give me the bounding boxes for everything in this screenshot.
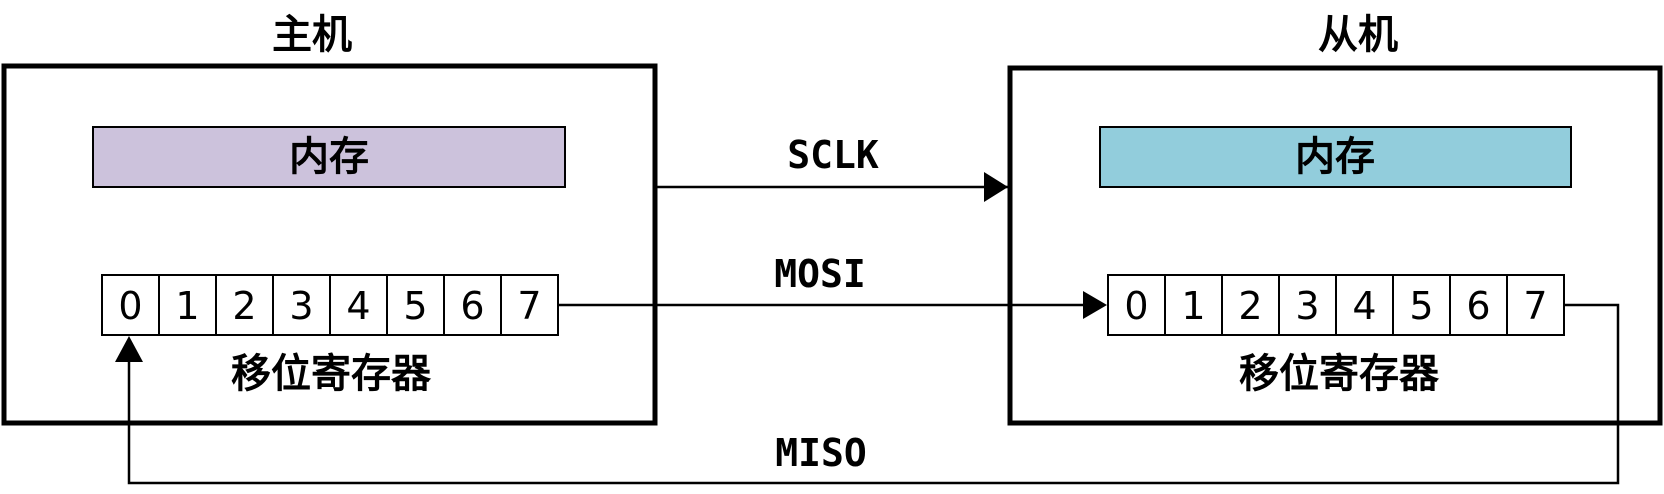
master-bit-label-5: 5 [403, 284, 427, 328]
mosi-arrowhead [1083, 291, 1107, 319]
master-register-label: 移位寄存器 [231, 351, 432, 397]
master-bit-label-6: 6 [460, 284, 484, 328]
master-bit-cell-7 [500, 274, 559, 336]
slave-register-label: 移位寄存器 [1239, 351, 1440, 397]
miso-line [127, 303, 1620, 485]
slave-bit-cell-6 [1449, 274, 1508, 336]
master-bit-cell-4 [329, 274, 388, 336]
miso-arrowhead [115, 336, 143, 362]
master-bit-label-1: 1 [175, 284, 199, 328]
master-title: 主机 [272, 12, 352, 58]
master-bit-cell-6 [443, 274, 502, 336]
master-bit-label-3: 3 [289, 284, 313, 328]
slave-bit-cell-4 [1335, 274, 1394, 336]
master-memory-label: 内存 [289, 134, 369, 180]
slave-bit-label-2: 2 [1238, 284, 1262, 328]
master-memory-block [92, 126, 566, 188]
slave-bit-label-3: 3 [1295, 284, 1319, 328]
slave-bit-label-4: 4 [1352, 284, 1376, 328]
slave-bit-label-0: 0 [1124, 284, 1148, 328]
master-bit-cell-5 [386, 274, 445, 336]
slave-bit-cell-1 [1164, 274, 1223, 336]
master-bit-cell-2 [215, 274, 274, 336]
slave-bit-label-1: 1 [1181, 284, 1205, 328]
slave-title: 从机 [1318, 12, 1398, 58]
miso-label: MISO [775, 431, 867, 475]
slave-bit-label-6: 6 [1466, 284, 1490, 328]
sclk-arrowhead [984, 172, 1008, 202]
slave-bit-label-5: 5 [1409, 284, 1433, 328]
master-bit-label-0: 0 [118, 284, 142, 328]
slave-memory-block [1099, 126, 1572, 188]
slave-bit-cell-3 [1278, 274, 1337, 336]
master-bit-label-4: 4 [346, 284, 370, 328]
slave-bit-label-7: 7 [1523, 284, 1547, 328]
slave-bit-cell-7 [1506, 274, 1565, 336]
master-bit-cell-0 [101, 274, 160, 336]
master-bit-cell-3 [272, 274, 331, 336]
mosi-label: MOSI [774, 252, 866, 296]
slave-box [1007, 65, 1663, 426]
master-bit-label-2: 2 [232, 284, 256, 328]
slave-memory-label: 内存 [1295, 134, 1375, 180]
master-box [1, 63, 658, 426]
sclk-label: SCLK [787, 133, 879, 177]
master-bit-label-7: 7 [517, 284, 541, 328]
